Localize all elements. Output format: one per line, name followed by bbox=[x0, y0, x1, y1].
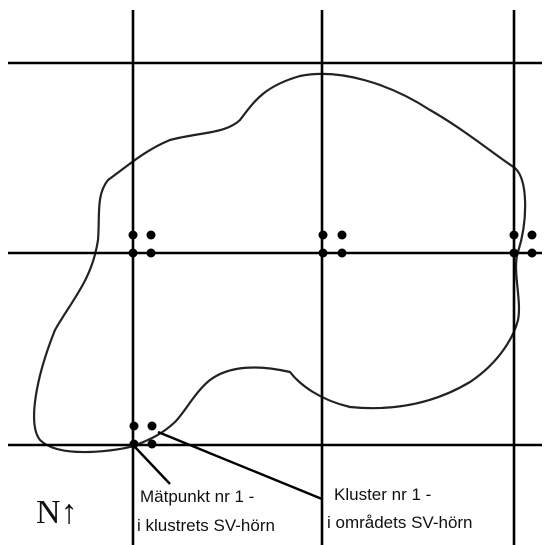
pointer-line-matpunkt bbox=[133, 445, 171, 485]
cluster-dots bbox=[128, 230, 537, 449]
kluster-label-line-1: Kluster nr 1 - bbox=[334, 485, 431, 504]
measurement-point bbox=[337, 230, 347, 240]
matpunkt-label-line-1: Mätpunkt nr 1 - bbox=[140, 487, 254, 506]
cluster-1 bbox=[128, 230, 156, 258]
measurement-point bbox=[509, 248, 519, 258]
measurement-point bbox=[527, 248, 537, 258]
kluster-label-line-2: i områdets SV-hörn bbox=[327, 513, 473, 532]
measurement-point bbox=[509, 230, 519, 240]
measurement-point bbox=[527, 230, 537, 240]
measurement-point bbox=[129, 439, 139, 449]
measurement-point bbox=[146, 248, 156, 258]
cluster-4 bbox=[129, 421, 157, 449]
pointer-line-kluster bbox=[157, 430, 323, 501]
measurement-point bbox=[128, 230, 138, 240]
cluster-2 bbox=[318, 230, 347, 258]
measurement-point bbox=[318, 248, 328, 258]
measurement-point bbox=[337, 248, 347, 258]
area-outline bbox=[33, 72, 527, 454]
measurement-point bbox=[129, 421, 139, 431]
matpunkt-label-line-2: i klustrets SV-hörn bbox=[137, 516, 275, 535]
measurement-point bbox=[318, 230, 328, 240]
measurement-point bbox=[147, 421, 157, 431]
north-arrow-label: N↑ bbox=[36, 494, 78, 531]
measurement-point bbox=[147, 439, 157, 449]
grid-lines bbox=[8, 10, 542, 545]
measurement-point bbox=[146, 230, 156, 240]
cluster-3 bbox=[509, 230, 537, 258]
measurement-point bbox=[128, 248, 138, 258]
